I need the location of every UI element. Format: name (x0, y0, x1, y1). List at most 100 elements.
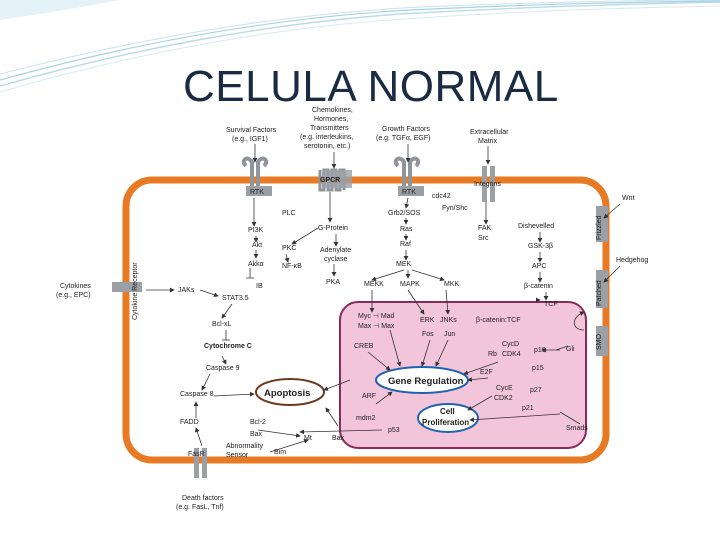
erk-label: ERK (420, 317, 435, 324)
cytokine-receptor-label: Cytokine Receptor (132, 262, 139, 320)
jun-label: Jun (444, 331, 455, 338)
wnt-label: Wnt (622, 195, 635, 202)
fos-label: Fos (422, 331, 434, 338)
akt-label: Akt (252, 242, 262, 249)
abnormality-label: Abnormality (226, 443, 263, 450)
rb-label: Rb (488, 351, 497, 358)
pi3k-label: PI3K (248, 227, 264, 234)
bim-label: Bim (274, 449, 286, 456)
smo-label: SMO (596, 334, 603, 351)
death-factors-label: Death factors (182, 495, 224, 502)
cell-label: Cell (440, 407, 455, 416)
raf-label: Raf (400, 241, 411, 248)
fyn-label: Fyn/Shc (442, 205, 468, 212)
rtk-label-1: RTK (250, 189, 264, 196)
bax-label: Bax (250, 431, 263, 438)
death-factors-example: (e.g. FasL, Tnf) (176, 504, 224, 511)
rtk-label-2: RTK (402, 189, 416, 196)
fak-label: FAK (478, 225, 492, 232)
e2f-label: E2F (480, 369, 493, 376)
interleukins-label: (e.g. interleukins, (300, 134, 353, 141)
cdc42-label: cdc42 (432, 193, 451, 200)
gsk-label: GSK-3β (528, 243, 553, 250)
p16-label: p16 (534, 347, 546, 354)
integrin-receptor: Integrins (474, 166, 501, 202)
pathway-arrows (146, 144, 621, 453)
akka-label: Akkα (248, 261, 264, 268)
src-label: Src (478, 235, 489, 242)
frizzled-receptor: Frizzled (596, 206, 608, 242)
frizzled-label: Frizzled (596, 215, 603, 240)
ecm-label-1: Extracellular (470, 129, 509, 136)
gpcr-label: GPCR (320, 177, 340, 184)
bcatenin-tcf-label: β-catenin:TCF (476, 317, 520, 324)
patched-receptor: Patched (596, 270, 608, 308)
bcl2-label: Bcl-2 (250, 419, 266, 426)
bclxl-label: Bcl-xL (212, 321, 232, 328)
p15-label: p15 (532, 365, 544, 372)
p21-label: p21 (522, 405, 534, 412)
cytokines-label: Cytokines (60, 283, 91, 290)
p53-label: p53 (388, 427, 400, 434)
ib-label: IB (256, 283, 263, 290)
mekk-label: MEKK (364, 281, 384, 288)
adenylate-label: Adenylate (320, 247, 351, 254)
mt-label: Mt (304, 435, 312, 442)
serotonin-label: serotonin, etc.) (304, 143, 350, 150)
pka-label: PKA (326, 279, 340, 286)
integrins-label: Integrins (474, 181, 501, 188)
bax2-label: Bax (332, 435, 345, 442)
mdm2-label: mdm2 (356, 415, 376, 422)
max-max-label: Max ⊣ Max (358, 323, 395, 330)
tcf-label: TCF (544, 301, 558, 308)
p27-label: p27 (530, 387, 542, 394)
myc-mad-label: Myc ⊣ Mad (358, 313, 395, 320)
hedgehog-label: Hedgehog (616, 257, 648, 264)
cytochrome-c-label: Cytochrome C (204, 343, 252, 350)
arf-label: ARF (362, 393, 376, 400)
stat-label: STAT3.5 (222, 295, 249, 302)
cycd-label: CycD (502, 341, 519, 348)
gene-regulation-label: Gene Regulation (388, 376, 464, 387)
mapk-label: MAPK (400, 281, 420, 288)
creb-label: CREB (354, 343, 374, 350)
cyce-label: CycE (496, 385, 513, 392)
apc-label: APC (532, 263, 546, 270)
nfkb-label: NF-κB (282, 263, 302, 270)
growth-factors-example: (e.g. TGFα, EGF) (376, 135, 430, 142)
pkc-label: PKC (282, 245, 296, 252)
survival-factors-label: Survival Factors (226, 127, 277, 134)
cytokine-receptor: Cytokine Receptor (112, 262, 142, 320)
cdk2-label: CDK2 (494, 395, 513, 402)
jaks-label: JAKs (178, 287, 195, 294)
patched-label: Patched (596, 280, 603, 306)
cytokines-example: (e.g., EPC) (56, 292, 91, 299)
apoptosis-label: Apoptosis (264, 388, 310, 399)
cell-proliferation-node: Cell Proliferation (417, 403, 479, 433)
fasr-label: FasR (188, 451, 205, 458)
rtk-receptor-1: RTK (241, 156, 272, 196)
jnks-label: JNKs (440, 317, 457, 324)
mkk-label: MKK (444, 281, 460, 288)
survival-factors-example: (e.g., IGF1) (232, 136, 268, 143)
fadd-label: FADD (180, 419, 199, 426)
gprotein-label: G-Protein (318, 225, 348, 232)
apoptosis-node: Apoptosis (255, 378, 325, 406)
smo-receptor: SMO (596, 326, 608, 356)
smads-label: Smads (566, 425, 588, 432)
mek-label: MEK (396, 261, 412, 268)
bcatenin-label: β-catenin (524, 283, 553, 290)
gli-label: Gli (566, 346, 575, 353)
dishevelled-label: Dishevelled (518, 223, 554, 230)
proliferation-label: Proliferation (422, 418, 469, 427)
gene-regulation-node: Gene Regulation (375, 366, 469, 394)
plc-label: PLC (282, 210, 296, 217)
hormones-label: Hormones, (314, 116, 348, 123)
caspase8-label: Caspase 8 (180, 391, 214, 398)
slide-title: CELULA NORMAL (183, 62, 559, 111)
fasr-receptor: FasR (188, 448, 207, 478)
ras-label: Ras (400, 226, 413, 233)
transmitters-label: Transmitters (310, 125, 349, 132)
growth-factors-label: Growth Factors (382, 126, 430, 133)
